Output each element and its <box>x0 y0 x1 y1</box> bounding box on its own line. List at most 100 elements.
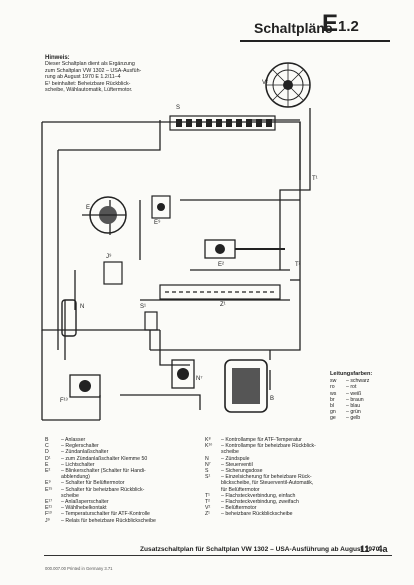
relay-j9 <box>103 261 123 285</box>
legend-value: – Einzelsicherung für beheizbare Rück- <box>221 474 312 481</box>
legend-key: V² <box>205 505 211 512</box>
legend-row: T¹– Flachsteckverbindung, einfach <box>205 493 355 499</box>
legend-value: – Schalter für beheizbare Rückblick- <box>61 486 145 493</box>
legend-row: E²¹ – Wählhebelkontakt <box>45 505 205 511</box>
single-fuses <box>144 311 158 331</box>
legend-value: – Flachsteckverbindung, zweifach <box>221 499 299 506</box>
legend-value: – Zündanlaßschalter <box>61 449 109 456</box>
legend-key: N <box>205 455 209 462</box>
legend-value: – Steuerventil <box>221 461 253 468</box>
legend-key: K¹⁰ <box>205 443 213 450</box>
label-j9: J⁹ <box>106 254 112 260</box>
legend-row: E⁹– Schalter für Belüftermotor <box>45 480 205 486</box>
legend-value: scheibe <box>61 492 79 499</box>
legend-value: – Wählhebelkontakt <box>61 505 107 512</box>
color-key: ro <box>330 384 335 391</box>
legend-value: – Flachsteckverbindung, einfach <box>221 492 296 499</box>
color-value: – gelb <box>346 415 361 422</box>
light-switch <box>82 196 127 234</box>
legend-value: – Anlasser <box>61 437 86 443</box>
color-key: ws <box>330 390 337 397</box>
legend-row: blickscheibe, für Steuerventil-Automatik… <box>205 480 355 486</box>
label-f13: F¹³ <box>60 398 68 404</box>
turn-signal-switch <box>204 239 285 259</box>
legend-value: – Sicherungsdose <box>221 468 263 475</box>
legend-key: E¹⁷ <box>45 499 53 506</box>
legend-value: – Lichtschalter <box>61 461 95 468</box>
legend-value: für Belüftermotor <box>221 486 260 493</box>
switch-e9 <box>151 195 171 219</box>
legend-row: B – Anlasser <box>45 437 205 443</box>
control-valve <box>171 359 195 389</box>
legend-row: E² – Blinkerschalter (Schalter für Handi- <box>45 468 205 474</box>
label-s: S <box>176 105 181 111</box>
legend-row: für Belüftermotor <box>205 487 355 493</box>
legend-row: K¹⁰ – Kontrollampe für beheizbare Rückbli… <box>205 443 355 449</box>
legend-value: – Kontrollampe für beheizbare Rückblick- <box>221 443 316 450</box>
legend-value: – Anlaßsperrschalter <box>61 499 109 506</box>
legend-value: – Kontrollampe für ATF-Temperatur <box>221 437 302 443</box>
ignition-coil <box>61 299 77 337</box>
legend-row: C– Regler­schalter <box>45 443 205 449</box>
color-value: – rot <box>346 384 357 391</box>
color-row: ge – gelb <box>330 415 400 421</box>
legend-key: F¹³ <box>45 511 52 518</box>
color-row: ws– weiß <box>330 391 400 397</box>
legend-key: S <box>205 468 209 475</box>
wire-colors-heading: Leitungsfarben: <box>330 371 373 377</box>
legend-key: D <box>45 449 49 456</box>
label-t1: T¹ <box>312 176 318 182</box>
color-value: – grün <box>346 409 361 416</box>
header-rule <box>240 40 390 42</box>
page-number: 11 - 4a <box>360 544 388 554</box>
label-z1: Z¹ <box>220 302 226 308</box>
note-line: E¹ beinhaltet: Beheizbare Rückblick- <box>45 80 131 87</box>
legend-key: C <box>45 443 49 450</box>
legend-key: B <box>45 437 49 443</box>
legend-key: E²¹ <box>45 505 52 512</box>
legend-row: E – Lichtschalter <box>45 462 205 468</box>
color-value: – braun <box>346 396 364 403</box>
legend-value: – Relais für beheizbare Rückblickscheibe <box>61 517 156 524</box>
label-s1: S¹ <box>140 304 146 310</box>
legend-row: E¹⁵– Schalter für beheizbare Rückblick- <box>45 487 205 493</box>
label-e: E <box>86 205 91 211</box>
legend-row: N⁷– Steuerventil <box>205 462 355 468</box>
label-n7: N⁷ <box>196 376 203 382</box>
legend-value: – Blinkerschalter (Schalter für Handi- <box>61 468 146 475</box>
legend-row: S¹– Einzelsicherung für beheizbare Rück- <box>205 474 355 480</box>
color-row: bl– blau <box>330 403 400 409</box>
color-row: br– braun <box>330 397 400 403</box>
label-e2: E² <box>218 262 224 268</box>
note-line: zum Schaltplan VW 1302 – USA-Ausfüh- <box>45 67 142 74</box>
wire-colors: Leitungsfarben: sw– schwarz ro– rot ws– … <box>330 371 400 422</box>
legend-row: F¹³ – Temperaturschalter für ATF-Kontroll… <box>45 511 205 517</box>
legend-key: E² <box>45 468 51 475</box>
legend-row: K⁸– Kontrollampe für ATF-Temperatur <box>205 437 355 443</box>
note-line: scheibe, Wählautomatik, Lüftermotor. <box>45 87 133 94</box>
print-note: 000.007.00 Printed in Germany 3.71 <box>45 566 113 571</box>
rear-window-heater <box>159 284 281 300</box>
fan-motor <box>265 62 311 108</box>
page-title: Schaltpläne <box>254 20 333 36</box>
fuse-box <box>169 115 276 131</box>
color-value: – blau <box>346 403 361 410</box>
color-key: ge <box>330 415 336 422</box>
legend-key: J⁹ <box>45 517 50 524</box>
legend-value: abblendung) <box>61 474 90 481</box>
legend-row: abblendung) <box>45 474 205 480</box>
color-row: ro – rot <box>330 384 400 390</box>
legend-value: – Temperaturschalter für ATF-Kontrolle <box>61 511 150 518</box>
label-v2: V² <box>262 80 268 86</box>
legend-row: D – Zündanlaßschalter <box>45 449 205 455</box>
legend-key: E <box>45 461 49 468</box>
legend-row: D¹– zum Zündanlaßschalter Klemme 50 <box>45 456 205 462</box>
color-key: sw <box>330 378 337 385</box>
footer-rule <box>44 555 392 556</box>
note-heading: Hinweis: <box>45 55 70 61</box>
legend-value: – Belüftermotor <box>221 505 257 512</box>
legend-value: – zum Zündanlaßschalter Klemme 50 <box>61 455 148 462</box>
note-line: Dieser Schaltplan dient als Ergänzung <box>45 61 135 68</box>
